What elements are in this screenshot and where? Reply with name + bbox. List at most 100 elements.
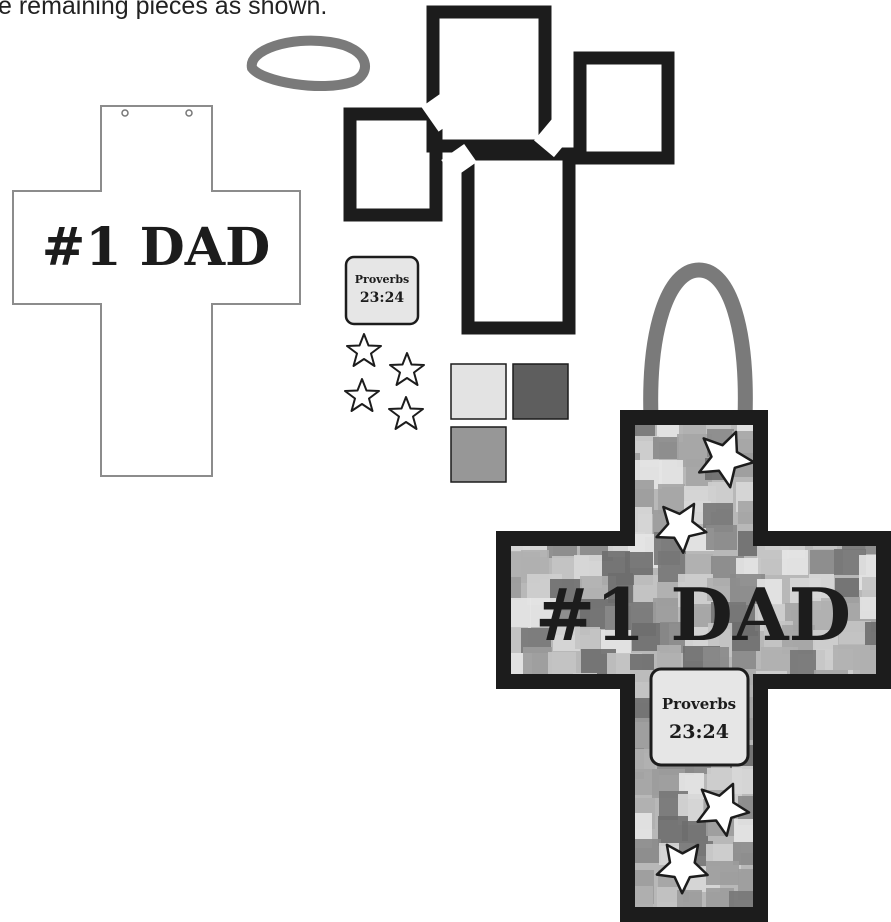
verse-card-line1: Proverbs xyxy=(355,273,409,286)
finished-verse-card: Proverbs 23:24 xyxy=(651,669,748,765)
hanger-strip xyxy=(651,270,746,418)
mosaic-tile xyxy=(833,839,863,870)
mosaic-tile xyxy=(556,869,590,894)
mosaic-tile xyxy=(501,747,526,773)
mosaic-tile xyxy=(528,865,562,889)
mosaic-tile xyxy=(782,916,807,922)
hole-right xyxy=(186,110,192,116)
mosaic-tile xyxy=(659,460,683,487)
mosaic-tile xyxy=(500,918,526,922)
mosaic-tile xyxy=(554,846,584,869)
mosaic-tile xyxy=(576,794,603,822)
mosaic-tile xyxy=(576,822,600,844)
mosaic-tile xyxy=(836,911,865,922)
mosaic-tile xyxy=(582,894,615,918)
mosaic-tile xyxy=(839,431,868,454)
mosaic-tile xyxy=(549,483,585,518)
template-cross-label: #1 DAD xyxy=(42,217,270,278)
mosaic-tile xyxy=(549,813,581,838)
mosaic-tile xyxy=(859,429,885,455)
mosaic-tile xyxy=(502,892,531,922)
mosaic-tile xyxy=(866,867,891,901)
finished-cross-label: #1 DAD xyxy=(535,572,851,657)
mosaic-tile xyxy=(498,792,529,818)
frame-piece-right xyxy=(580,58,668,158)
mosaic-tile xyxy=(808,868,835,902)
mosaic-tile xyxy=(887,887,891,909)
mosaic-tile xyxy=(841,409,871,434)
mosaic-tile xyxy=(496,484,531,506)
mosaic-tile xyxy=(839,747,872,774)
mosaic-tile xyxy=(578,702,605,725)
mosaic-tile xyxy=(789,789,823,812)
mosaic-tile xyxy=(582,433,618,463)
mosaic-tile xyxy=(555,888,592,922)
mosaic-tile xyxy=(834,821,863,852)
mosaic-tile xyxy=(499,693,525,726)
frame-piece-top xyxy=(433,12,545,146)
handle-strip-loose xyxy=(252,41,365,86)
mosaic-tile xyxy=(885,798,891,831)
mosaic-tile xyxy=(815,480,842,505)
star-icon xyxy=(345,379,379,411)
mosaic-tile xyxy=(523,817,554,843)
mosaic-tile xyxy=(551,768,584,797)
mosaic-tile xyxy=(816,408,846,436)
mosaic-tile xyxy=(524,435,558,460)
mosaic-tile xyxy=(574,742,601,777)
mosaic-tile xyxy=(808,766,833,793)
mosaic-tile xyxy=(503,773,528,795)
mosaic-tile xyxy=(834,790,867,823)
mosaic-tile xyxy=(810,726,836,751)
mosaic-tile xyxy=(580,917,615,922)
mosaic-tile xyxy=(809,888,834,910)
template-cross: #1 DAD xyxy=(13,106,300,476)
mosaic-tile xyxy=(502,840,534,867)
star-icon xyxy=(389,397,423,429)
mosaic-tile xyxy=(886,457,891,484)
mosaic-tile xyxy=(581,502,605,535)
mosaic-tile xyxy=(783,700,816,728)
finished-verse-line2: 23:24 xyxy=(669,721,729,743)
mosaic-tile xyxy=(577,862,607,887)
star-icon xyxy=(390,353,424,385)
mosaic-tile xyxy=(552,793,577,821)
mosaic-tile xyxy=(706,861,739,885)
mosaic-tile xyxy=(525,462,558,490)
mosaic-tile xyxy=(811,436,839,471)
mosaic-tile xyxy=(787,885,824,919)
mosaic-tile xyxy=(555,695,579,721)
mosaic-tile xyxy=(785,504,820,532)
mosaic-tile xyxy=(866,814,891,847)
mosaic-tile xyxy=(631,839,661,863)
mosaic-tile xyxy=(555,457,585,488)
mosaic-tile xyxy=(554,726,579,759)
mosaic-tile xyxy=(526,725,553,753)
verse-card-piece: Proverbs 23:24 xyxy=(346,257,418,324)
mosaic-tile xyxy=(833,865,859,888)
mosaic-tile xyxy=(530,794,562,826)
mosaic-tile xyxy=(788,722,813,747)
star-icon xyxy=(347,334,381,366)
mosaic-tile xyxy=(575,411,601,440)
mosaic-tile xyxy=(527,887,556,916)
mosaic-tile xyxy=(786,818,820,849)
mosaic-tile xyxy=(523,838,557,867)
mosaic-tile xyxy=(814,820,841,842)
mosaic-tile xyxy=(863,768,891,791)
mosaic-tile xyxy=(815,458,840,482)
mosaic-tile xyxy=(863,796,891,824)
mosaic-tile xyxy=(841,721,870,743)
mosaic-tile xyxy=(521,741,557,776)
mosaic-tile xyxy=(836,480,873,513)
mosaic-tile xyxy=(784,461,810,487)
mosaic-tile xyxy=(866,702,891,725)
mosaic-tile xyxy=(787,768,818,797)
mosaic-tile xyxy=(814,745,841,767)
color-swatches xyxy=(451,364,568,482)
mosaic-tile xyxy=(582,839,617,863)
mosaic-tile xyxy=(502,717,536,744)
mosaic-tile xyxy=(500,507,530,530)
mosaic-tile xyxy=(864,477,891,501)
